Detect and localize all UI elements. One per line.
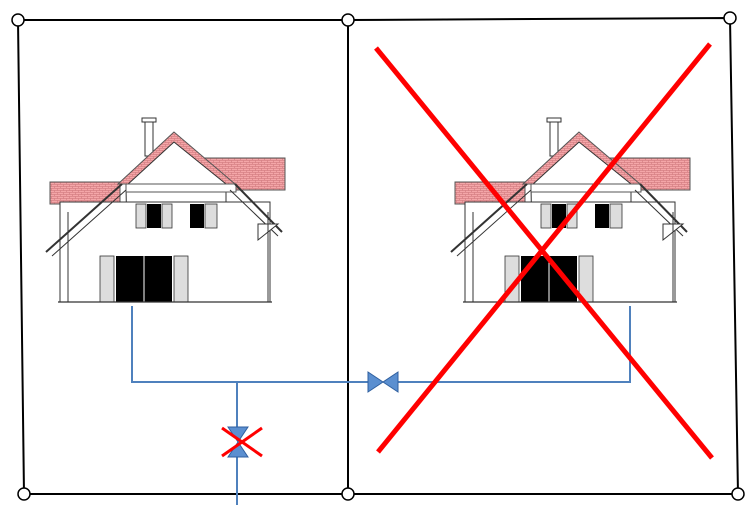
- corner-node: [17, 487, 31, 501]
- corner-node: [731, 487, 745, 501]
- corner-node: [11, 13, 25, 27]
- corner-node: [341, 487, 355, 501]
- house-left: [45, 117, 286, 303]
- right-plot-cross-out: [374, 42, 714, 460]
- corner-node: [341, 13, 355, 27]
- water-pipe-network: [131, 306, 631, 505]
- vertical-valve-cross-out: [221, 426, 263, 458]
- vertical-valve-icon: [227, 426, 249, 458]
- horizontal-valve-icon: [367, 371, 399, 393]
- corner-nodes: [11, 11, 745, 501]
- house-right: [450, 117, 691, 303]
- corner-node: [723, 11, 737, 25]
- plot-boundary-right: [347, 16, 740, 495]
